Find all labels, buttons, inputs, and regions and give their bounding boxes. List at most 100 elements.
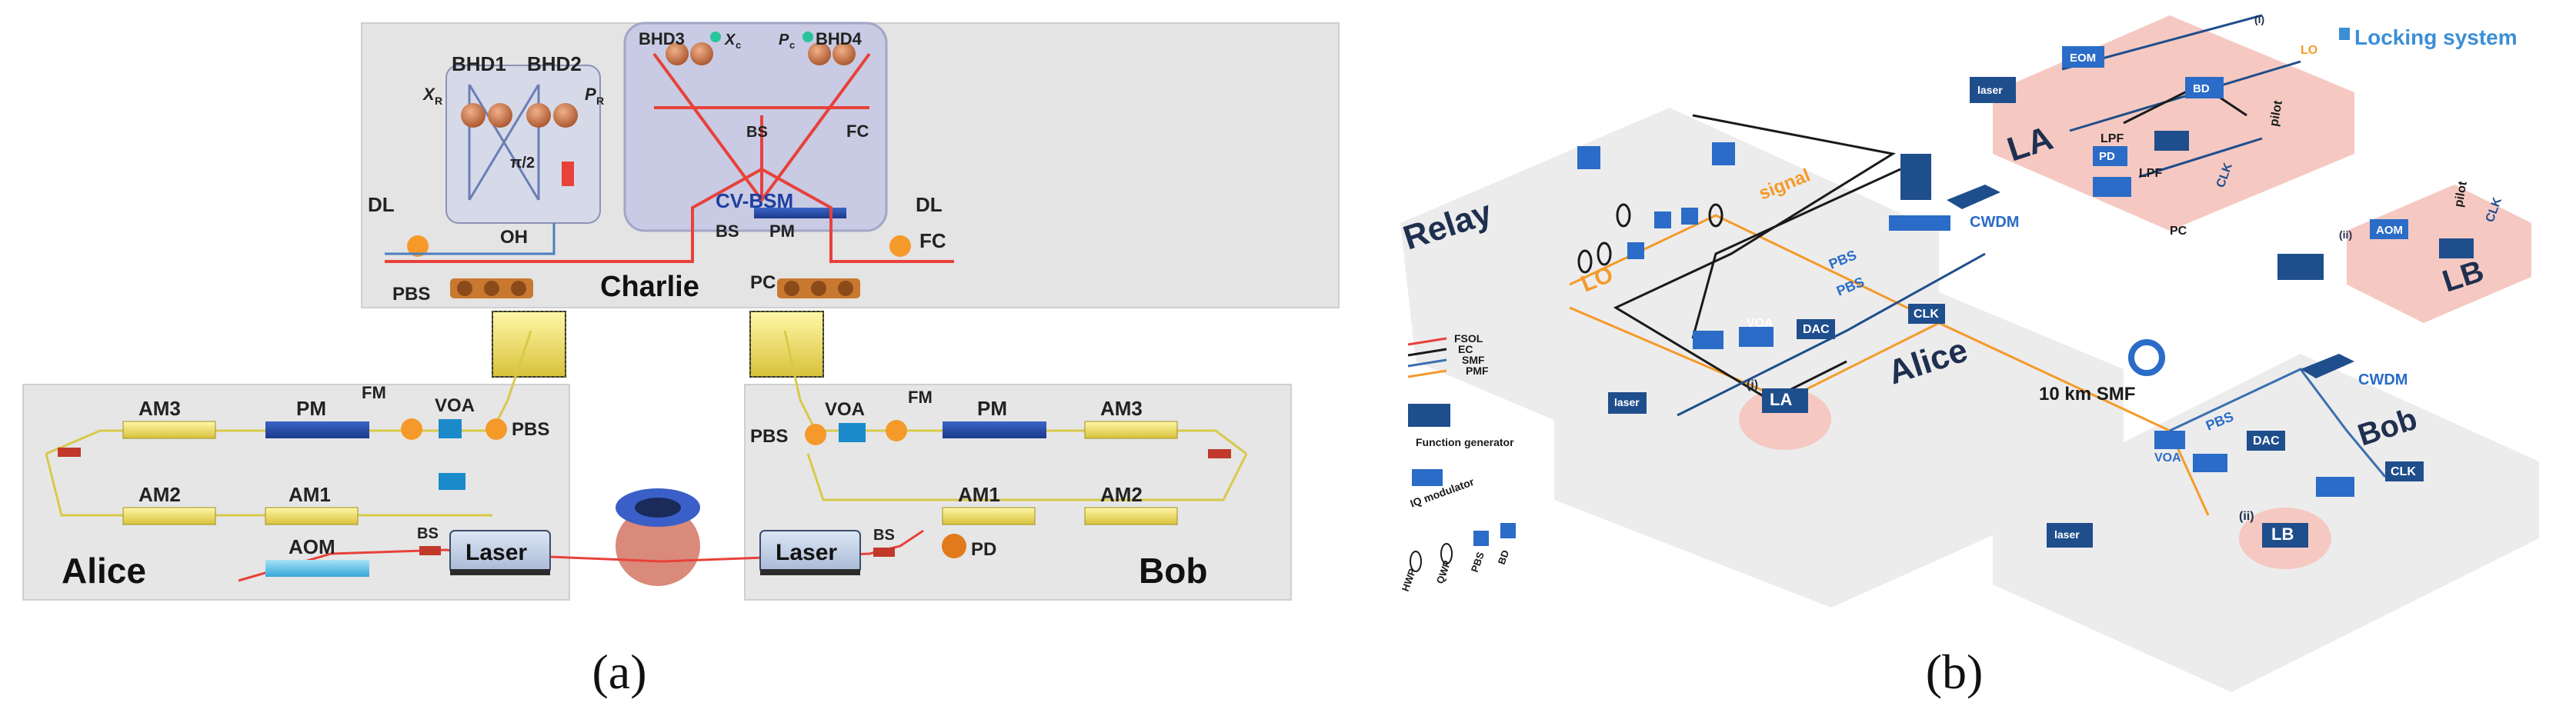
i-top-label: (i) (2254, 13, 2264, 25)
bd-label: BD (2193, 82, 2210, 95)
pc-coils-left (450, 278, 533, 298)
bob-voa-label: VOA (825, 399, 865, 420)
alice-la-icon (1762, 388, 1808, 413)
bob-am2-label: AM2 (1100, 483, 1143, 506)
bob-lb-icon (2262, 523, 2308, 548)
bob-am1-label: AM1 (958, 483, 1000, 506)
alice-pbs-label: PBS (512, 419, 549, 440)
dl-left-icon (407, 235, 429, 257)
charlie-title: Charlie (600, 271, 699, 303)
bob-pd-icon (942, 534, 966, 558)
fc-top-label: FC (846, 122, 869, 141)
xc-label: X (724, 32, 736, 48)
legend-function-generator: Function generator (1416, 436, 1514, 448)
fc-right-label: FC (919, 229, 946, 252)
oh-label: OH (500, 227, 528, 248)
alice-fm-label: FM (362, 383, 386, 402)
pc-sym-label: P (779, 32, 789, 48)
lb-b-label: LB (2271, 525, 2294, 544)
alice-laser-b-icon (1608, 392, 1647, 414)
voa-b-label: VOA (2154, 451, 2181, 465)
cwdm-top-icon (1889, 185, 2000, 231)
i-a-label: (i) (1747, 378, 1758, 391)
alice-am3-icon (122, 421, 216, 439)
charlie-box: BHD1 BHD2 X R P R BHD3 X c P c BHD4 π/2 … (361, 22, 1340, 308)
dl-right-icon (889, 235, 911, 257)
alice-am3-label: AM3 (138, 397, 181, 420)
legend-ec-line (1407, 348, 1447, 357)
bob-bs-icon (873, 548, 895, 557)
bob-pm-label: PM (977, 397, 1007, 420)
bs-top-label: BS (746, 124, 768, 141)
relay-devices (1577, 142, 1931, 274)
la-b-label: LA (1770, 390, 1792, 409)
alice-pm-icon (265, 421, 369, 438)
alice-am1-icon (265, 507, 359, 525)
cwdm-top-label: CWDM (1970, 214, 2019, 231)
alice-bs-label: BS (417, 525, 439, 542)
pr-label: P (585, 85, 596, 104)
voa-a-label: VOA (1747, 317, 1774, 330)
bob-am3-label: AM3 (1100, 397, 1143, 420)
legend-bd-icon (1500, 523, 1516, 538)
bob-pbs-icon (805, 424, 826, 445)
phase-shifter-icon (562, 162, 574, 186)
bob-box: VOA FM PM AM3 PBS AM1 AM2 Laser BS PD Bo… (661, 330, 1292, 601)
bs-mid-label: BS (716, 221, 739, 241)
legend-fsol-line (1407, 337, 1447, 346)
legend-qwp-icon (1440, 543, 1453, 564)
lpf1-label: LPF (2101, 132, 2124, 145)
bhd4-label: BHD4 (816, 29, 863, 48)
bob-pd-label: PD (971, 539, 996, 560)
alice-clk-icon (1908, 304, 1945, 324)
fiber-red-right (761, 168, 954, 263)
bob-devices (2047, 354, 2424, 548)
pc-sub-label: c (789, 39, 795, 51)
fiber-coil-center (616, 488, 700, 586)
alice-am2-label: AM2 (138, 483, 181, 506)
bob-fm-label: FM (908, 388, 933, 407)
bhd3-label: BHD3 (639, 29, 685, 48)
bhd2-detectors (526, 103, 578, 128)
bob-pbs-label: PBS (750, 426, 788, 447)
alice-bs-icon (419, 546, 441, 555)
alice-devices (1608, 304, 1945, 414)
clk-a-label: CLK (1914, 308, 1939, 321)
bhd4-detectors (802, 32, 856, 65)
legend-hwp: HWP (1400, 567, 1419, 593)
alice-aom-label: AOM (289, 535, 335, 558)
pd-label: PD (2099, 150, 2115, 163)
legend-bd: BD (1496, 548, 1512, 566)
legend-function-generator-icon (1408, 404, 1450, 427)
legend-fsol: FSOL (1454, 332, 1483, 345)
cv-bsm-box (623, 22, 888, 232)
pilot2-label: pilot (2452, 180, 2470, 208)
alice-box: AM3 PM FM VOA PBS AM2 AM1 AOM BS Laser A… (22, 330, 662, 601)
pc-coils-right (777, 278, 860, 298)
bob-am1-icon (942, 507, 1036, 525)
xr-label: X (422, 85, 435, 104)
dac-a-label: DAC (1803, 323, 1830, 336)
dl-left-label: DL (368, 193, 395, 216)
alice-title: Alice (62, 551, 146, 591)
fiber-spool-left (492, 311, 566, 378)
la-laser-label: laser (1977, 84, 2003, 96)
bhd2-label: BHD2 (527, 52, 582, 75)
cwdm-bottom-label: CWDM (2358, 371, 2407, 388)
bhd3-detectors (666, 32, 721, 65)
legend-pbs-icon (1473, 531, 1489, 546)
bhd1-label: BHD1 (452, 52, 506, 75)
legend-iq-modulator-icon (1412, 469, 1443, 486)
legend-pmf: PMF (1466, 365, 1489, 377)
legend-smf: SMF (1462, 354, 1485, 366)
pc-charlie-label: PC (750, 272, 776, 293)
alice-laser-label: Laser (465, 540, 527, 565)
bob-laser-b-icon (2047, 523, 2093, 548)
xc-sub-label: c (736, 39, 741, 51)
locking-devices (1970, 46, 2474, 280)
bob-pm-icon (943, 421, 1046, 438)
locking-system-title: Locking system (2354, 25, 2518, 49)
alice-voa-label: VOA (435, 395, 475, 416)
bob-am2-icon (1084, 507, 1178, 525)
